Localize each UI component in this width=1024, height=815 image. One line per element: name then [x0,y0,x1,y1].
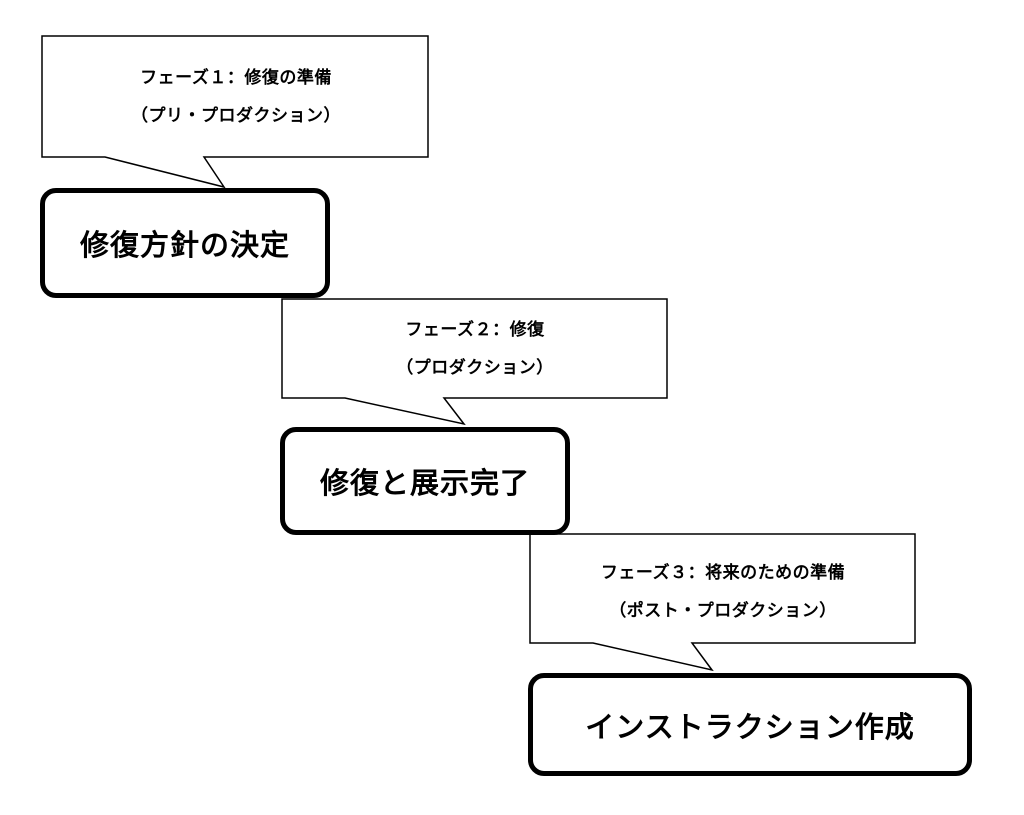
phase1-callout-bubble [41,35,429,189]
milestone-instruction-creation: インストラクション作成 [528,673,972,776]
phase1-title: フェーズ１：修復の準備 [140,68,332,88]
milestone-restoration-policy: 修復方針の決定 [40,188,330,298]
milestone-restoration-exhibition-complete: 修復と展示完了 [280,427,570,535]
phase2-callout-text: フェーズ２：修復 （プロダクション） [283,309,667,389]
phase2-callout-bubble [281,298,668,426]
phase3-callout-text: フェーズ３：将来のための準備 （ポスト・プロダクション） [531,552,915,632]
phase3-title: フェーズ３：将来のための準備 [600,563,846,583]
phase2-title: フェーズ２：修復 [405,320,545,340]
phase1-subtitle: （プリ・プロダクション） [131,106,341,126]
phase3-subtitle: （ポスト・プロダクション） [609,601,837,621]
phase3-callout-bubble [529,533,916,672]
phase1-callout-text: フェーズ１：修復の準備 （プリ・プロダクション） [44,57,428,137]
phase2-subtitle: （プロダクション） [396,358,554,378]
